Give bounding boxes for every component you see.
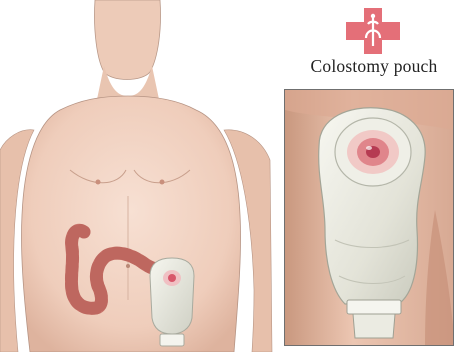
torso-body — [21, 96, 240, 352]
pouch-detail-illustration — [285, 90, 454, 346]
detail-inset — [284, 89, 454, 346]
torso-illustration — [0, 0, 280, 352]
caption-colostomy-pouch: Colostomy pouch — [290, 56, 458, 77]
medical-cross-logo-icon — [346, 8, 400, 54]
